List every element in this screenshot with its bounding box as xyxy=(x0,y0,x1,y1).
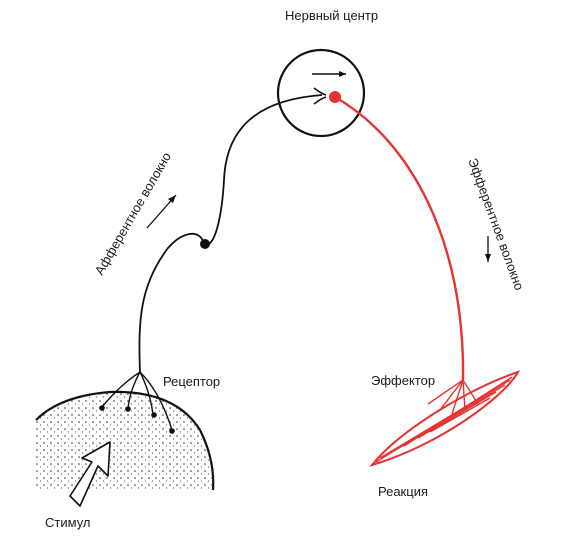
efferent-fiber xyxy=(329,91,465,381)
receptor-label: Рецептор xyxy=(163,374,220,389)
receptor-endings xyxy=(99,371,175,434)
effector-muscle xyxy=(369,370,521,467)
stimulus-arrow xyxy=(69,441,111,507)
reaction-label: Реакция xyxy=(378,484,428,499)
sensory-neuron-body xyxy=(200,239,210,249)
nerve-center xyxy=(276,48,366,138)
efferent-direction-arrow xyxy=(485,236,491,262)
afferent-fiber xyxy=(138,94,323,373)
afferent-direction-arrow xyxy=(146,194,177,229)
efferent-fiber-label: Эфферентное волокно xyxy=(465,156,527,292)
motor-neuron-body xyxy=(329,91,341,103)
skin-tissue xyxy=(35,390,215,491)
stimulus-label: Стимул xyxy=(45,515,91,530)
nerve-center-label: Нервный центр xyxy=(285,8,378,23)
effector-label: Эффектор xyxy=(371,373,435,388)
